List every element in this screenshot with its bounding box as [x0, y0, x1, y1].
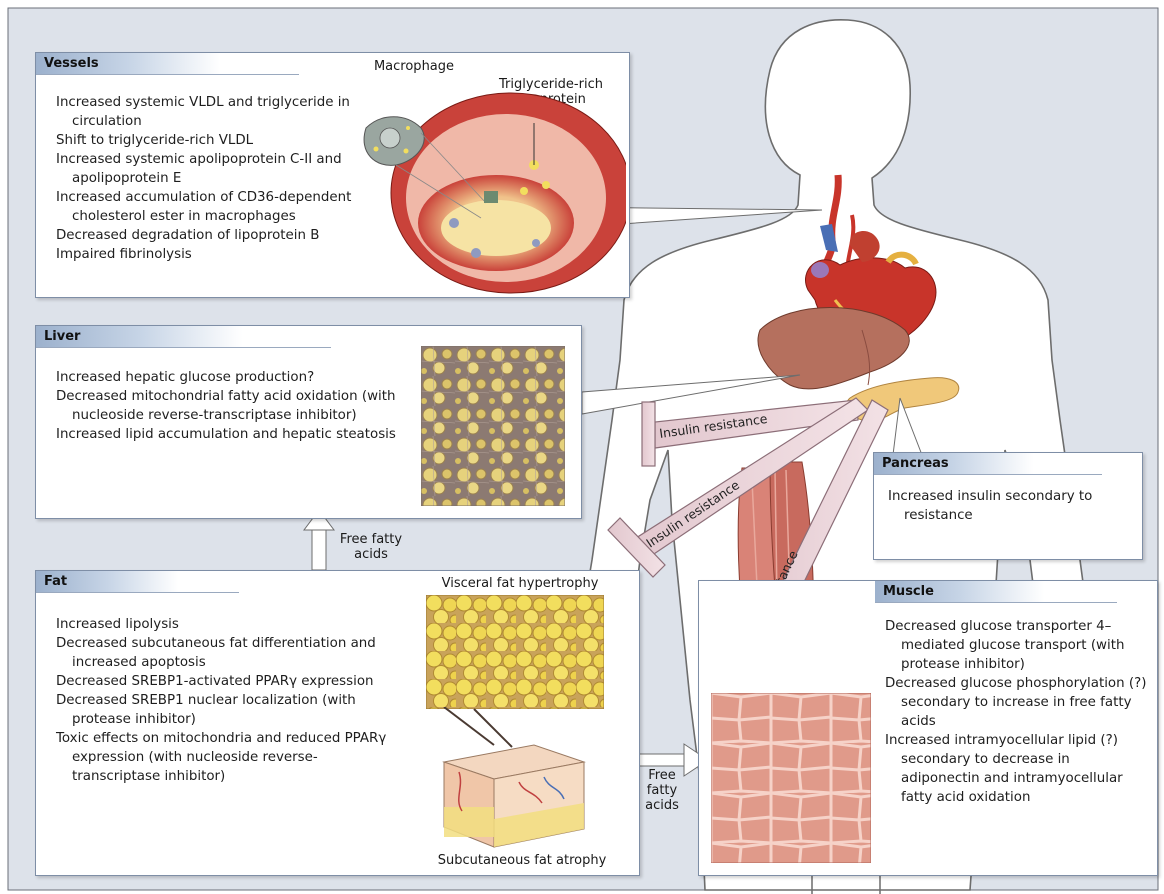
free-fatty-acids-label-right: Free fatty acids: [636, 768, 688, 813]
muscle-item: Decreased glucose phosphorylation (?) se…: [885, 674, 1147, 731]
vessels-panel: Vessels Increased systemic VLDL and trig…: [35, 52, 630, 298]
liver-item: Increased hepatic glucose production?: [56, 368, 401, 387]
fat-item: Decreased SREBP1 nuclear localization (w…: [56, 691, 401, 729]
fat-item: Decreased SREBP1-activated PPARγ express…: [56, 672, 401, 691]
fat-item: Toxic effects on mitochondria and reduce…: [56, 729, 401, 786]
visceral-fat-label: Visceral fat hypertrophy: [409, 576, 631, 591]
liver-histology-image: [421, 346, 565, 506]
liver-list: Increased hepatic glucose production? De…: [56, 368, 401, 444]
muscle-item: Decreased glucose transporter 4–mediated…: [885, 617, 1147, 674]
subcutaneous-fat-label: Subcutaneous fat atrophy: [406, 853, 638, 868]
muscle-histology-image: [711, 693, 871, 863]
macrophage-label: Macrophage: [354, 59, 474, 74]
liver-header: Liver: [36, 326, 331, 348]
fat-item: Increased lipolysis: [56, 615, 401, 634]
liver-panel: Liver Increased hepatic glucose producti…: [35, 325, 582, 519]
fat-panel: Fat Increased lipolysis Decreased subcut…: [35, 570, 640, 876]
pancreas-panel: Pancreas Increased insulin secondary to …: [873, 452, 1143, 560]
vessel-cross-section: [336, 73, 626, 295]
fat-list: Increased lipolysis Decreased subcutaneo…: [56, 615, 401, 786]
muscle-list: Decreased glucose transporter 4–mediated…: [885, 617, 1147, 807]
vessels-header: Vessels: [36, 53, 299, 75]
free-fatty-acids-label-up: Free fatty acids: [330, 532, 412, 562]
fat-header: Fat: [36, 571, 239, 593]
pancreas-list: Increased insulin secondary to resistanc…: [888, 487, 1132, 525]
fat-item: Decreased subcutaneous fat differentiati…: [56, 634, 401, 672]
pancreas-header: Pancreas: [874, 453, 1102, 475]
pancreas-item: Increased insulin secondary to resistanc…: [888, 487, 1132, 525]
liver-item: Decreased mitochondrial fatty acid oxida…: [56, 387, 401, 425]
muscle-header: Muscle: [875, 581, 1117, 603]
muscle-item: Increased intramyocellular lipid (?) sec…: [885, 731, 1147, 807]
skin-cross-section: [424, 707, 604, 855]
liver-item: Increased lipid accumulation and hepatic…: [56, 425, 401, 444]
muscle-panel: Muscle Decreased glucose transporter 4–m…: [698, 580, 1158, 876]
visceral-fat-image: [426, 595, 604, 709]
